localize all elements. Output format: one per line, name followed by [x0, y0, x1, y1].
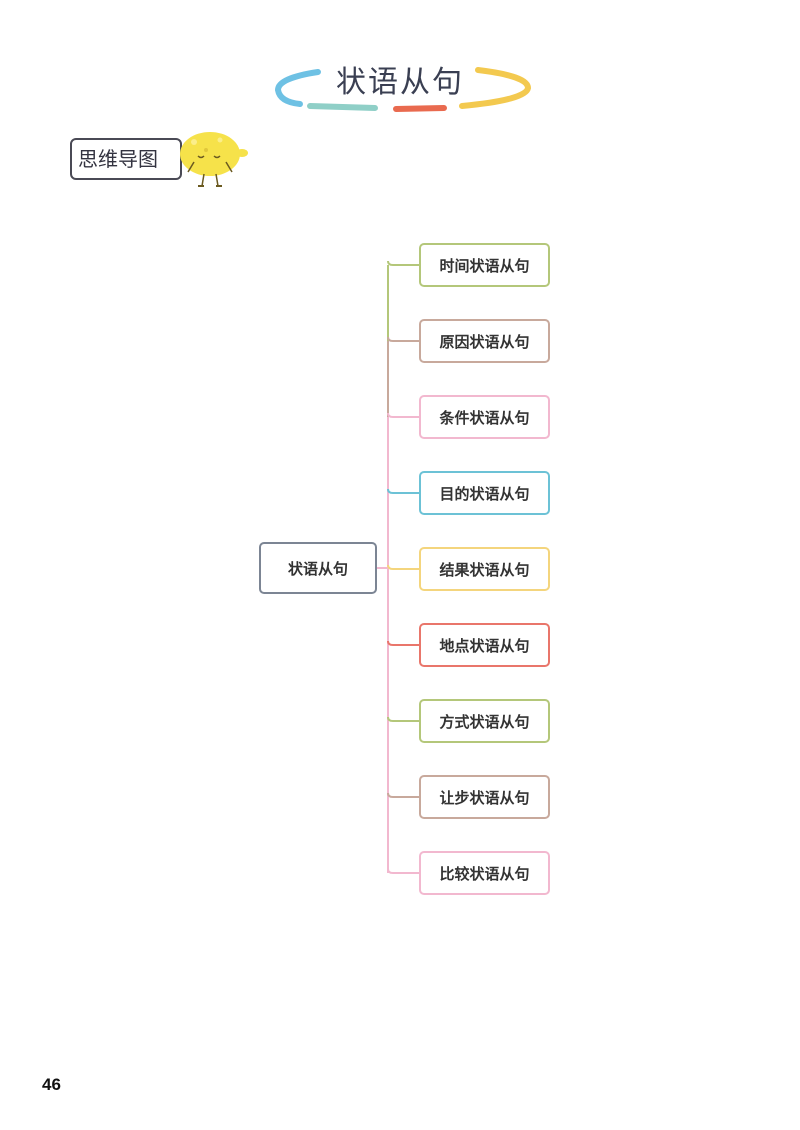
page-title: 状语从句	[336, 65, 464, 100]
mindmap-branch-node: 让步状语从句	[419, 775, 550, 819]
mindmap-branch-node: 条件状语从句	[419, 395, 550, 439]
connector-branch	[387, 412, 419, 418]
lemon-mascot-icon	[180, 132, 248, 187]
connector-branch	[387, 564, 419, 570]
connector-branch	[387, 792, 419, 798]
mindmap-branch-node: 结果状语从句	[419, 547, 550, 591]
mindmap-branch-node: 时间状语从句	[419, 243, 550, 287]
title-decoration	[274, 67, 532, 112]
page-number: 46	[42, 1075, 61, 1094]
title-underline-red	[393, 105, 447, 112]
mindmap-root-node: 状语从句	[259, 542, 377, 594]
section-tag-mindmap: 思维导图	[70, 138, 182, 180]
connector-branch	[387, 488, 419, 494]
mindmap-branch-node: 方式状语从句	[419, 699, 550, 743]
connector-branch	[387, 640, 419, 646]
mindmap-branch-node: 比较状语从句	[419, 851, 550, 895]
connector-branch	[387, 260, 419, 266]
mindmap-branch-node: 原因状语从句	[419, 319, 550, 363]
connector-branch	[387, 336, 419, 342]
mindmap-branch-node: 地点状语从句	[419, 623, 550, 667]
connector-branch	[387, 868, 419, 874]
title-arc-right	[459, 67, 532, 109]
mindmap-branch-node: 目的状语从句	[419, 471, 550, 515]
title-underline-teal	[307, 103, 378, 111]
connector-branch	[387, 716, 419, 722]
title-arc-left	[274, 69, 321, 107]
